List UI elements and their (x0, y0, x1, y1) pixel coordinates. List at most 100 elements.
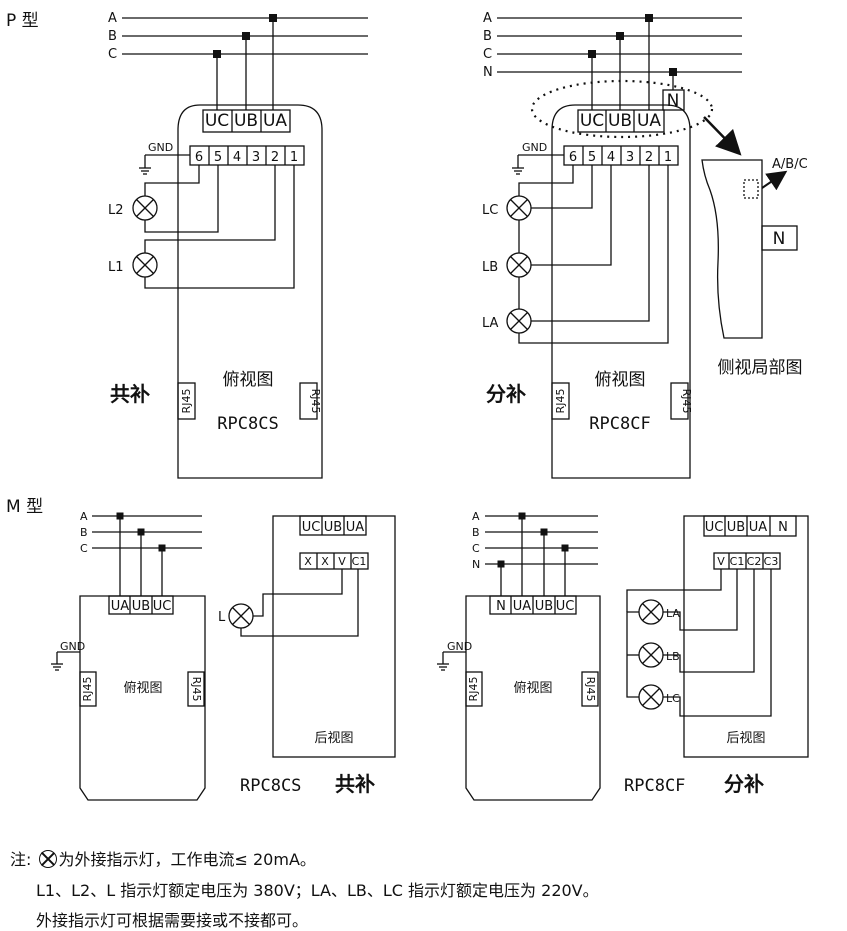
junction-dot (669, 68, 677, 76)
mode-label-common: 共补 (110, 382, 150, 406)
junction-dot (616, 32, 624, 40)
lamp-label-lb: LB (482, 260, 498, 275)
note-text-1: 为外接指示灯，工作电流≤ 20mA。 (58, 850, 316, 869)
rj45-port (187, 671, 205, 707)
rj45-label: RJ45 (680, 389, 693, 414)
junction-dot (645, 14, 653, 22)
m-cs-diagram (51, 512, 396, 801)
junction-dot (213, 50, 221, 58)
junction-dot (561, 544, 569, 552)
top-view-label: 俯视图 (513, 680, 552, 696)
terminal-ub: UB (608, 111, 632, 131)
device-outline (177, 104, 323, 479)
lamp-label-l2: L2 (108, 203, 124, 218)
terminal-1: 1 (290, 150, 298, 165)
terminal-5: 5 (214, 150, 222, 165)
lamp-label-l1: L1 (108, 260, 124, 275)
device-outline (551, 104, 691, 479)
model-label-cs: RPC8CS (240, 776, 301, 796)
gnd-label: GND (60, 640, 85, 653)
terminal-c1: C1 (352, 555, 367, 568)
phase-label-b: B (472, 526, 480, 539)
rear-view-label: 后视图 (314, 731, 353, 746)
phase-label-n: N (483, 65, 493, 80)
terminal-ub: UB (535, 599, 553, 614)
terminal-2: 2 (645, 150, 653, 165)
terminal-4: 4 (233, 150, 241, 165)
terminal-ua: UA (749, 520, 768, 535)
junction-dot (540, 528, 548, 536)
rear-view-label: 后视图 (726, 731, 765, 746)
lamp-label-la: LA (666, 607, 680, 620)
terminal-ua: UA (513, 599, 532, 614)
side-terminal-n (761, 225, 798, 251)
highlight-ellipse (530, 79, 714, 139)
terminal-2: 2 (271, 150, 279, 165)
mode-label-split: 分补 (486, 382, 526, 406)
terminal-n: N (778, 520, 788, 535)
terminal-ub: UB (324, 520, 342, 535)
top-view-label: 俯视图 (595, 370, 646, 390)
rj45-label: RJ45 (81, 677, 94, 702)
gnd-label: GND (522, 141, 547, 154)
phase-label-a: A (108, 11, 117, 26)
rear-view-outline (683, 515, 809, 758)
terminal-uc: UC (302, 520, 321, 535)
rj45-port (465, 671, 483, 707)
terminal-ub: UB (132, 599, 150, 614)
terminal-5: 5 (588, 150, 596, 165)
terminal-uc: UC (580, 111, 604, 131)
rj45-port (299, 382, 318, 420)
note-prefix: 注: (10, 850, 32, 869)
terminal-v: V (717, 555, 725, 568)
p-cs-diagram (122, 14, 368, 479)
side-partial-view (701, 159, 798, 339)
terminal-n (662, 89, 685, 111)
terminal-uc: UC (556, 599, 575, 614)
rj45-label: RJ45 (180, 389, 193, 414)
terminal-ua: UA (263, 111, 287, 131)
phase-label-c: C (472, 542, 480, 555)
device-outline (465, 595, 601, 801)
side-abc-label: A/B/C (772, 157, 808, 172)
section-title-p: P 型 (6, 11, 39, 31)
terminal-block-voltage (108, 595, 174, 615)
terminal-ua: UA (111, 599, 130, 614)
section-title-m: M 型 (6, 497, 43, 517)
terminal-x: X (321, 555, 329, 568)
rj45-port (670, 382, 689, 420)
model-label-cf: RPC8CF (589, 414, 650, 434)
note-line-2: L1、L2、L 指示灯额定电压为 380V；LA、LB、LC 指示灯额定电压为 … (36, 881, 599, 900)
terminal-4: 4 (607, 150, 615, 165)
phase-label-c: C (108, 47, 117, 62)
junction-dot (242, 32, 250, 40)
model-label-cf: RPC8CF (624, 776, 685, 796)
terminal-ub: UB (727, 520, 745, 535)
junction-dot (116, 512, 124, 520)
rj45-port (551, 382, 570, 420)
terminal-block-voltage (299, 515, 367, 536)
phase-label-b: B (80, 526, 88, 539)
rj45-label: RJ45 (467, 677, 480, 702)
lamp-label-lb: LB (666, 650, 680, 663)
phase-label-n: N (472, 558, 480, 571)
phase-label-c: C (80, 542, 88, 555)
rj45-port (581, 671, 599, 707)
terminal-uc: UC (205, 111, 229, 131)
rj45-label: RJ45 (554, 389, 567, 414)
mode-label-common: 共补 (335, 772, 375, 796)
terminal-uc: UC (153, 599, 172, 614)
terminal-block-voltage (703, 515, 797, 537)
phase-label-c: C (483, 47, 492, 62)
model-label-cs: RPC8CS (217, 414, 278, 434)
note-line-3: 外接指示灯可根据需要接或不接都可。 (36, 911, 309, 930)
junction-dot (518, 512, 526, 520)
m-cf-diagram (437, 512, 809, 801)
terminal-x: X (304, 555, 312, 568)
mode-label-split: 分补 (724, 772, 764, 796)
side-dashed-terminal (743, 179, 759, 199)
terminal-n: N (496, 599, 506, 614)
terminal-block-voltage (577, 109, 665, 133)
terminal-1: 1 (664, 150, 672, 165)
